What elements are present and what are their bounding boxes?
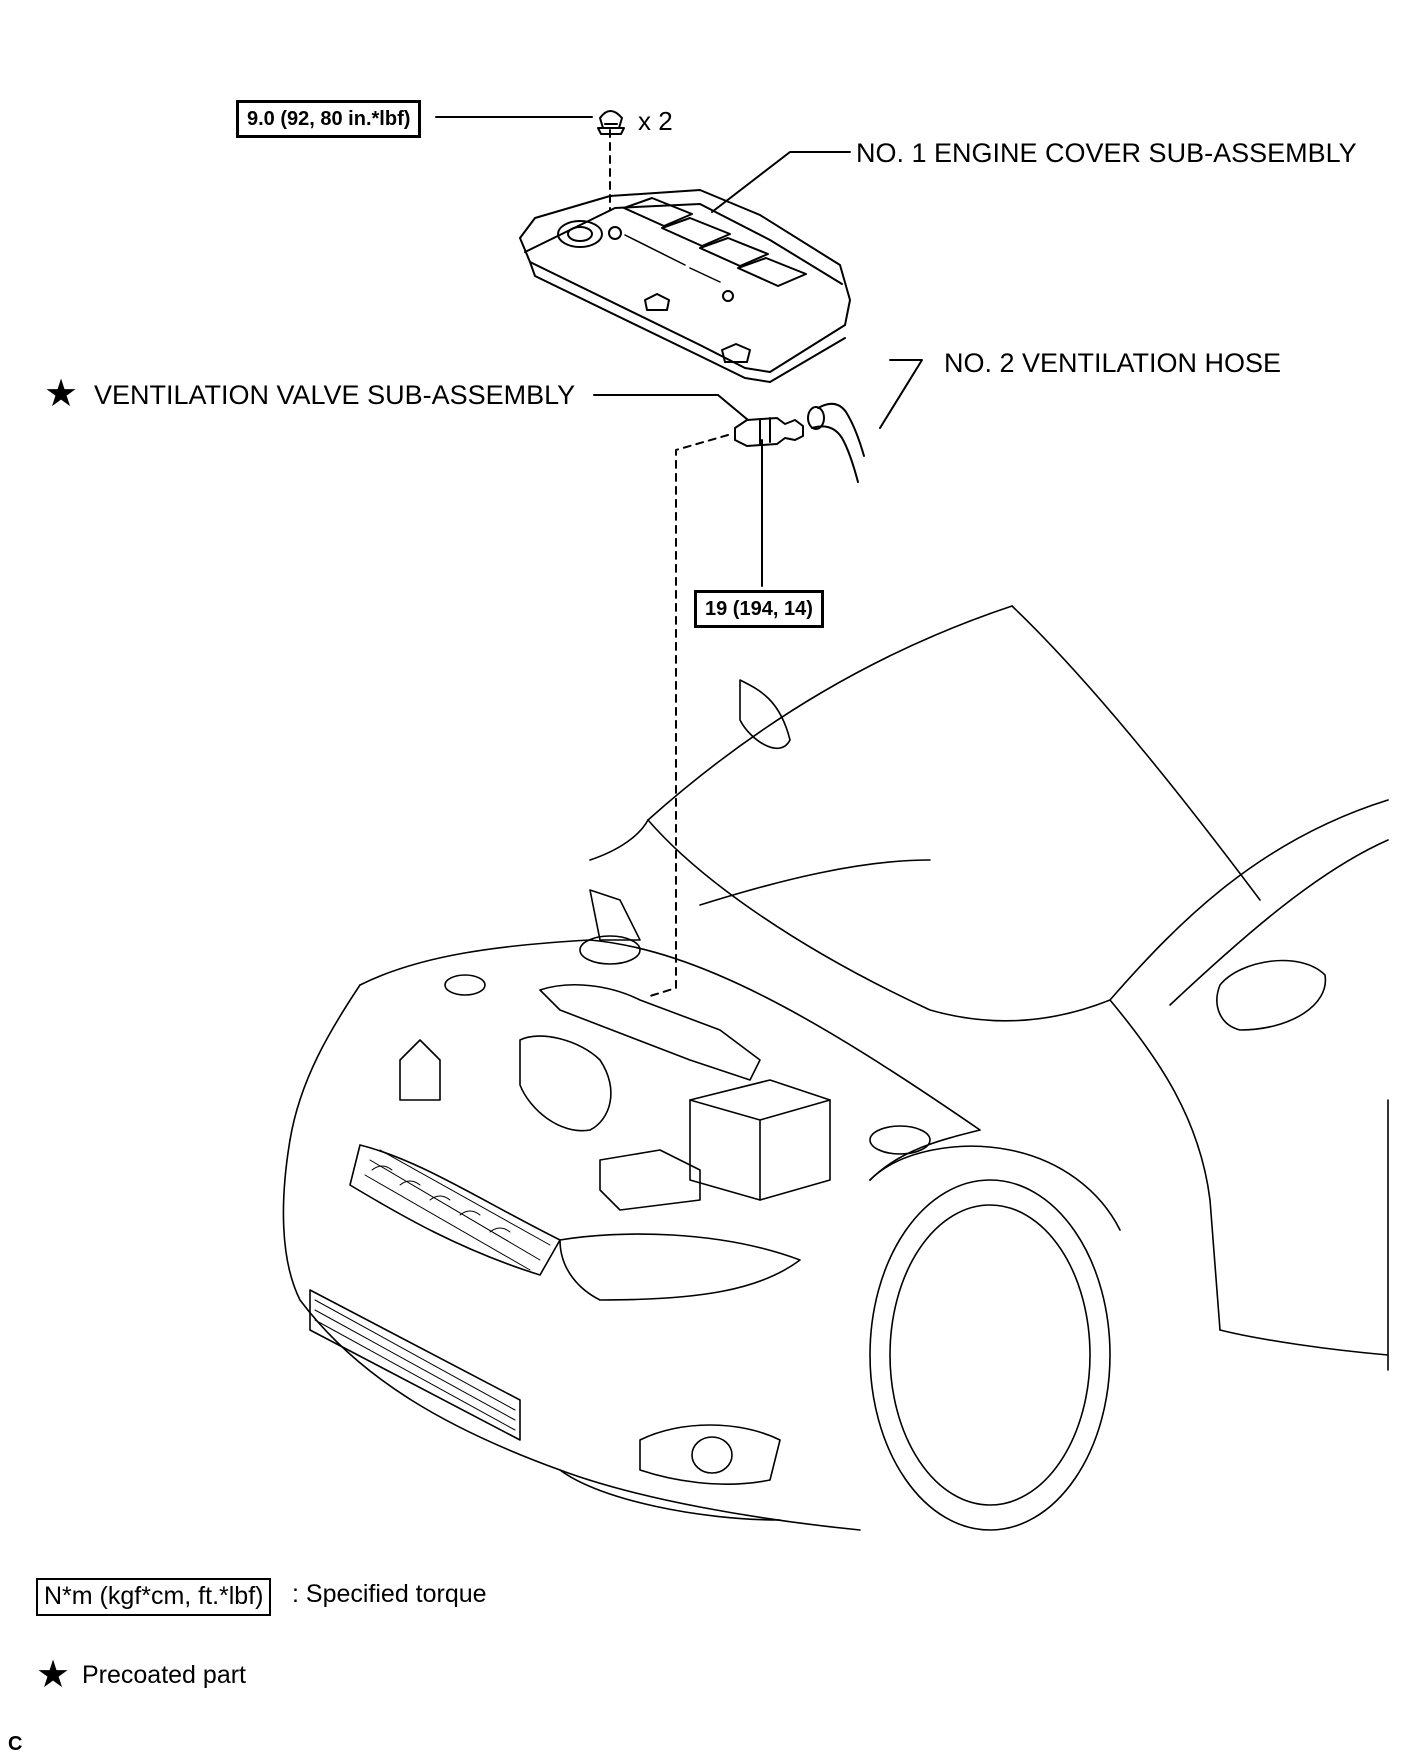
nut-part	[597, 110, 625, 135]
torque-spec-valve: 19 (194, 14)	[694, 590, 824, 628]
leader-lines	[435, 116, 923, 587]
vehicle-drawing	[282, 605, 1389, 1531]
torque-spec-nut: 9.0 (92, 80 in.*lbf)	[236, 100, 422, 138]
alignment-dashed-lines	[609, 129, 729, 997]
engine-cover-label: NO. 1 ENGINE COVER SUB-ASSEMBLY	[856, 138, 1357, 168]
engine-cover-drawing	[519, 189, 851, 383]
legend-precoated-desc: Precoated part	[82, 1661, 246, 1689]
ventilation-hose-label: NO. 2 VENTILATION HOSE	[944, 348, 1282, 378]
precoated-star-icon: ★	[44, 371, 79, 415]
corner-mark: C	[8, 1733, 23, 1755]
ventilation-hose-drawing	[807, 402, 865, 483]
ventilation-valve-label: VENTILATION VALVE SUB-ASSEMBLY	[94, 380, 576, 410]
legend-star-icon: ★	[36, 1652, 71, 1696]
ventilation-valve-drawing	[734, 417, 804, 447]
legend-torque-unit: N*m (kgf*cm, ft.*lbf)	[36, 1578, 272, 1616]
legend-torque-desc: : Specified torque	[292, 1580, 487, 1608]
quantity-label: x 2	[638, 106, 673, 136]
